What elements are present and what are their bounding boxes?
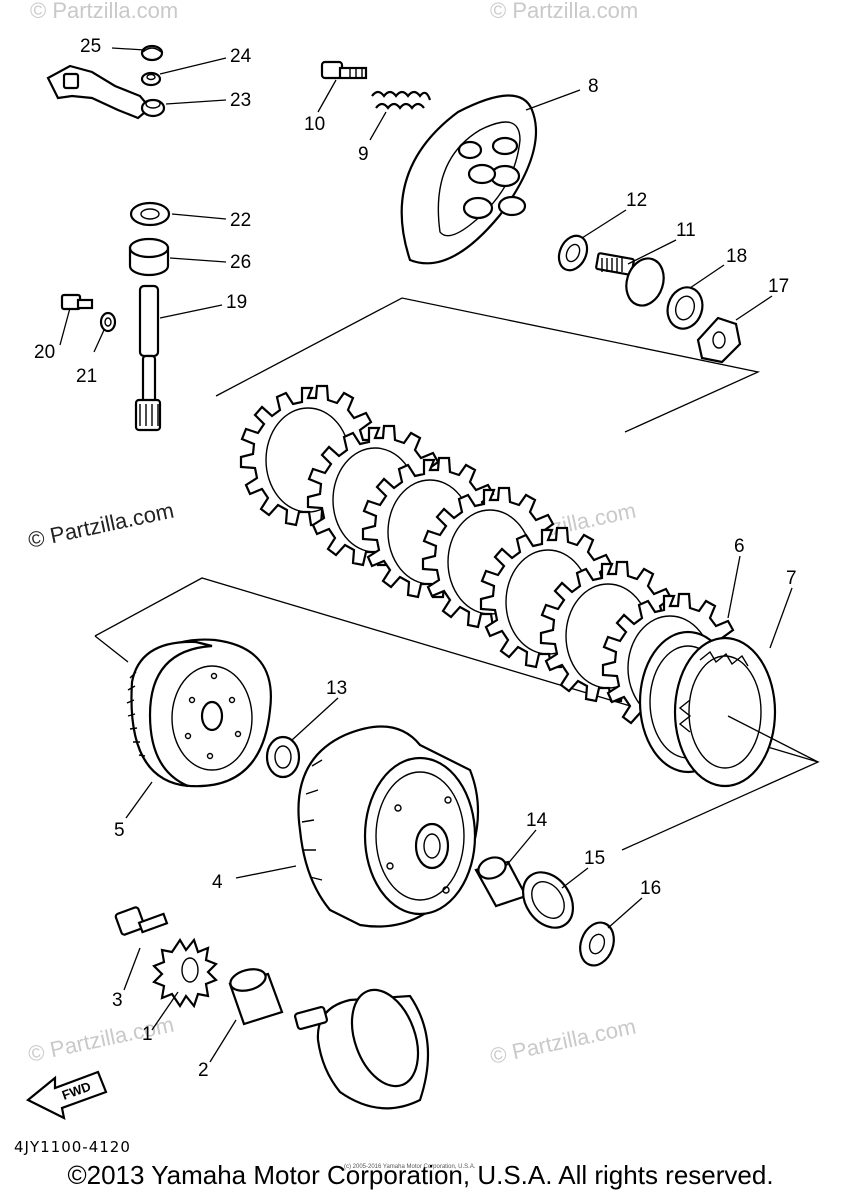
watermark: © Partzilla.com (26, 498, 176, 553)
clutch-plate-stack (239, 384, 777, 788)
callout-9: 9 (358, 144, 369, 165)
leader-lines (59, 47, 819, 1063)
callout-19: 19 (226, 292, 247, 313)
callout-17: 17 (768, 276, 789, 297)
callout-18: 18 (726, 246, 747, 267)
collar-bearing-washer (474, 856, 615, 967)
thrust-washer (265, 735, 301, 779)
drawing-code: 4JY1100-4120 (14, 1138, 131, 1156)
callout-25: 25 (80, 36, 101, 57)
callout-5: 5 (114, 820, 125, 841)
forward-arrow: FWD (25, 1070, 108, 1120)
plates-outline-bottom (94, 577, 820, 851)
callout-23: 23 (230, 90, 251, 111)
callout-10: 10 (304, 114, 325, 135)
callout-14: 14 (526, 810, 548, 831)
watermark: © Partzilla.com (490, 0, 638, 23)
pressure-plate-assembly (320, 60, 538, 265)
copyright-footer: ©2013 Yamaha Motor Corporation, U.S.A. A… (67, 1160, 774, 1190)
callout-11: 11 (676, 220, 696, 241)
primary-driven-gear (126, 638, 272, 788)
callout-20: 20 (34, 342, 55, 363)
callout-24: 24 (230, 46, 252, 67)
plates-outline-top (215, 297, 761, 433)
watermark: © Partzilla.com (488, 1014, 638, 1069)
callout-22: 22 (230, 210, 251, 231)
callout-7: 7 (786, 568, 797, 589)
callout-3: 3 (112, 990, 123, 1011)
watermark: © Partzilla.com (30, 0, 178, 23)
push-shaft-assembly (60, 201, 171, 432)
callout-8: 8 (588, 76, 599, 97)
callout-16: 16 (640, 878, 661, 899)
callout-2: 2 (198, 1060, 209, 1081)
clutch-housing (297, 725, 480, 928)
callout-6: 6 (734, 536, 745, 557)
callout-13: 13 (326, 678, 347, 699)
callout-26: 26 (230, 252, 251, 273)
push-lever-assembly (46, 44, 166, 120)
watermark: © Partzilla.com (26, 1012, 176, 1067)
plates-outline-left (94, 635, 129, 663)
callout-21: 21 (76, 366, 97, 387)
drive-gear-assembly (114, 906, 430, 1110)
small-copyright-notice: (c) 2005-2016 Yamaha Motor Corporation, … (344, 1164, 476, 1170)
callout-12: 12 (626, 190, 647, 211)
push-rod-assembly (557, 234, 742, 364)
callout-labels: 25 24 23 22 26 19 20 21 10 9 8 12 11 18 … (34, 36, 797, 1081)
callout-4: 4 (212, 872, 223, 893)
callout-15: 15 (584, 848, 605, 869)
callout-1: 1 (142, 1024, 153, 1045)
